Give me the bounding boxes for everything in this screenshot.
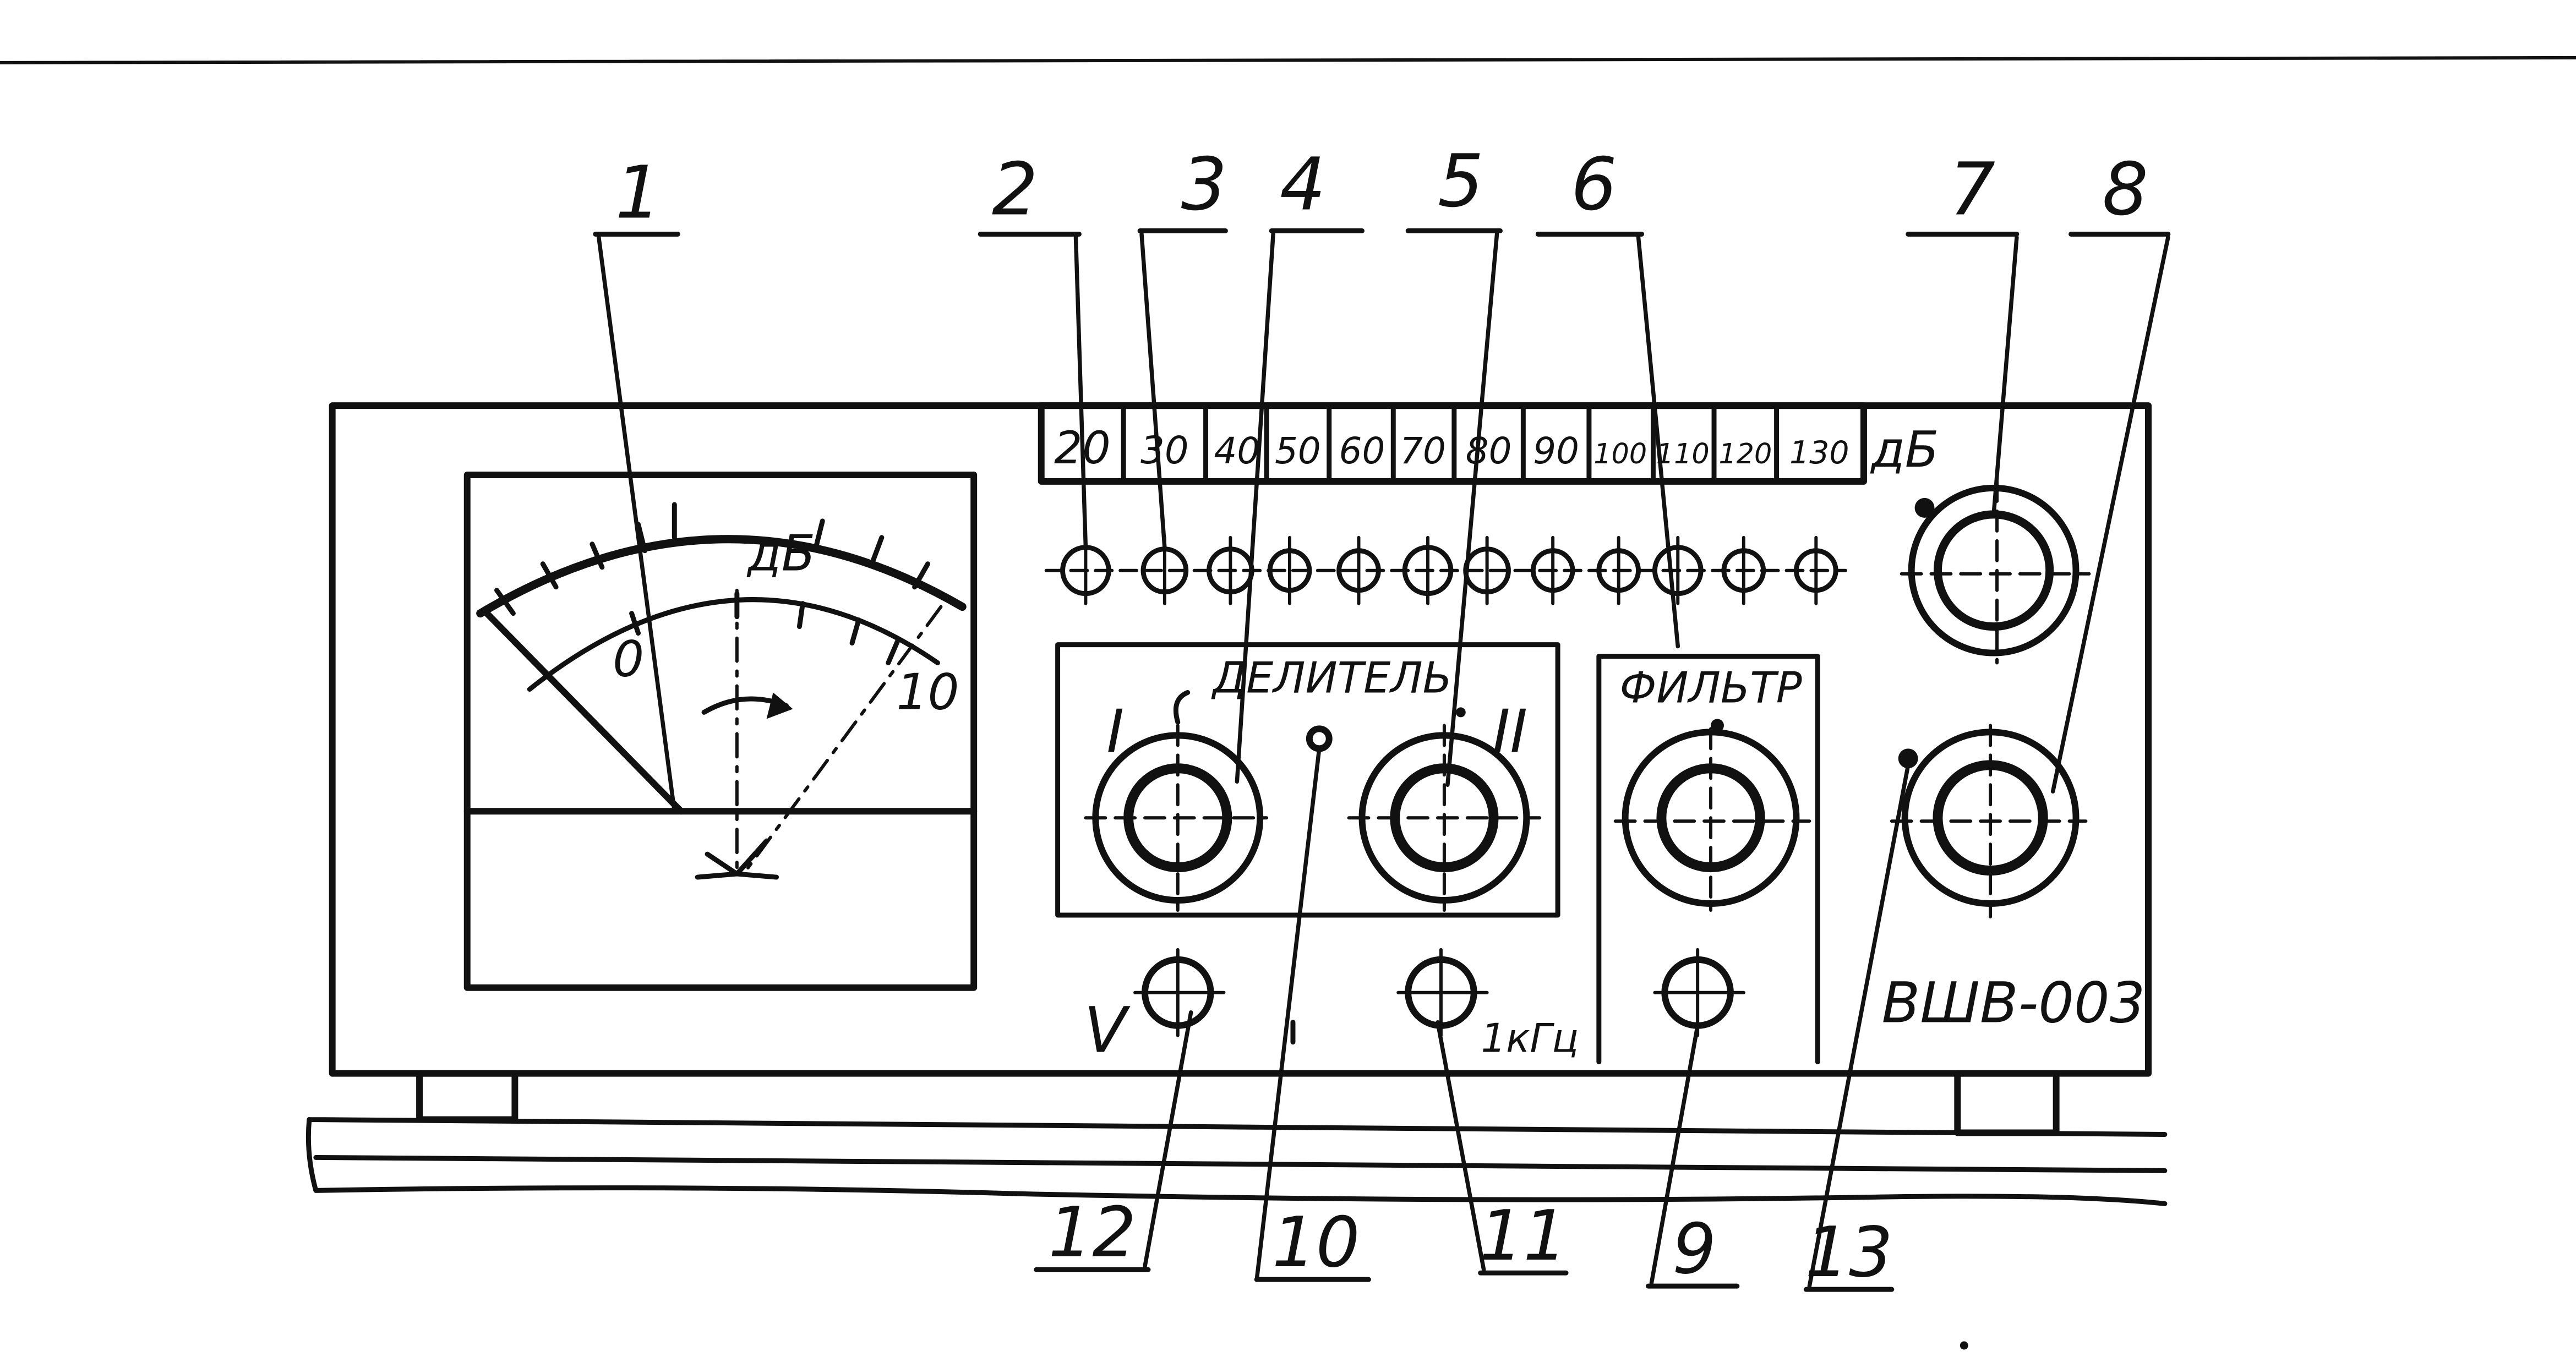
leader-lines	[597, 232, 2170, 1288]
divider-led	[1306, 725, 1333, 752]
scale-40: 40	[1214, 430, 1260, 472]
filter-panel: ФИЛЬТР	[1596, 654, 1820, 1065]
filter-knob[interactable]	[1613, 727, 1811, 912]
divider-panel: ДЕЛИТЕЛЬ I II	[1055, 642, 1560, 918]
voltage-label: V	[1084, 994, 1131, 1067]
callout-3: 3	[1181, 143, 1227, 227]
divider-title: ДЕЛИТЕЛЬ	[1211, 653, 1452, 703]
filter-title: ФИЛЬТР	[1620, 663, 1802, 713]
callouts-bottom: 12 10 11 9 13	[1034, 1192, 1895, 1293]
callout-4: 4	[1280, 143, 1326, 227]
callout-5: 5	[1438, 139, 1484, 223]
callout-7: 7	[1949, 147, 1995, 232]
callout-10: 10	[1272, 1202, 1360, 1283]
divider-knob-ii[interactable]	[1347, 724, 1542, 912]
voltage-connector[interactable]	[1133, 948, 1226, 1037]
page-rule	[0, 56, 2576, 64]
callout-12: 12	[1049, 1192, 1137, 1273]
scale-30: 30	[1140, 429, 1188, 473]
callout-2: 2	[992, 147, 1038, 232]
table-surface	[305, 1117, 2168, 1206]
meter-ten: 10	[896, 664, 959, 721]
callouts-top: 1 2 3 4 5 6 7 8	[593, 139, 2171, 237]
calibration-label: 1кГц	[1481, 1015, 1579, 1061]
meter: дБ 0 10	[463, 471, 978, 991]
scale-unit: дБ	[1870, 422, 1939, 479]
scale-90: 90	[1533, 430, 1579, 472]
callout-9: 9	[1672, 1208, 1716, 1289]
scale-110: 110	[1656, 437, 1710, 470]
scale-60: 60	[1339, 430, 1385, 472]
left-foot	[416, 1070, 519, 1123]
stray-dot	[1960, 1341, 1968, 1350]
callout-13: 13	[1805, 1212, 1893, 1293]
scale-50: 50	[1275, 430, 1321, 472]
scale-120: 120	[1718, 437, 1772, 470]
scale-80: 80	[1466, 430, 1512, 472]
meter-unit: дБ	[746, 526, 815, 583]
output-knob[interactable]	[1890, 724, 2088, 918]
callout-11: 11	[1480, 1195, 1568, 1276]
scale-130: 130	[1789, 435, 1849, 471]
range-scale: 20 30 40 50 60 70 80 90 100 110 120 130 …	[1038, 402, 1939, 485]
callout-1: 1	[615, 151, 662, 235]
model-label: ВШВ-003	[1882, 971, 2146, 1036]
callout-8: 8	[2102, 147, 2148, 232]
calibration-1khz-connector[interactable]	[1396, 948, 1489, 1037]
divider-knob-i[interactable]	[1084, 724, 1269, 912]
scale-100: 100	[1593, 437, 1647, 470]
indicator-lamps	[1044, 535, 1848, 605]
callout-6: 6	[1571, 143, 1617, 227]
scale-70: 70	[1400, 430, 1446, 472]
right-foot	[1954, 1070, 2060, 1136]
meter-zero: 0	[613, 631, 644, 688]
filter-connector[interactable]	[1653, 948, 1745, 1037]
